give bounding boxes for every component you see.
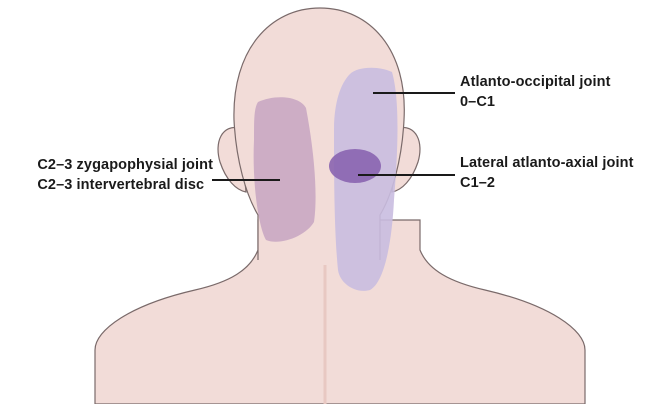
c2-3-disc-text: C2–3 intervertebral disc (37, 175, 213, 195)
atlanto-occipital-level: 0–C1 (460, 92, 611, 112)
atlanto-occipital-title: Atlanto-occipital joint (460, 72, 611, 92)
lateral-atlanto-axial-label: Lateral atlanto-axial joint C1–2 (460, 153, 634, 193)
atlanto-occipital-label: Atlanto-occipital joint 0–C1 (460, 72, 611, 112)
lateral-atlanto-axial-level: C1–2 (460, 173, 634, 193)
c2-3-label: C2–3 zygapophysial joint C2–3 interverte… (37, 155, 213, 195)
lateral-atlanto-axial-pain-region (329, 149, 381, 183)
lateral-atlanto-axial-title: Lateral atlanto-axial joint (460, 153, 634, 173)
c2-3-pain-region (254, 97, 316, 242)
c2-3-zygapophysial-text: C2–3 zygapophysial joint (37, 155, 213, 175)
